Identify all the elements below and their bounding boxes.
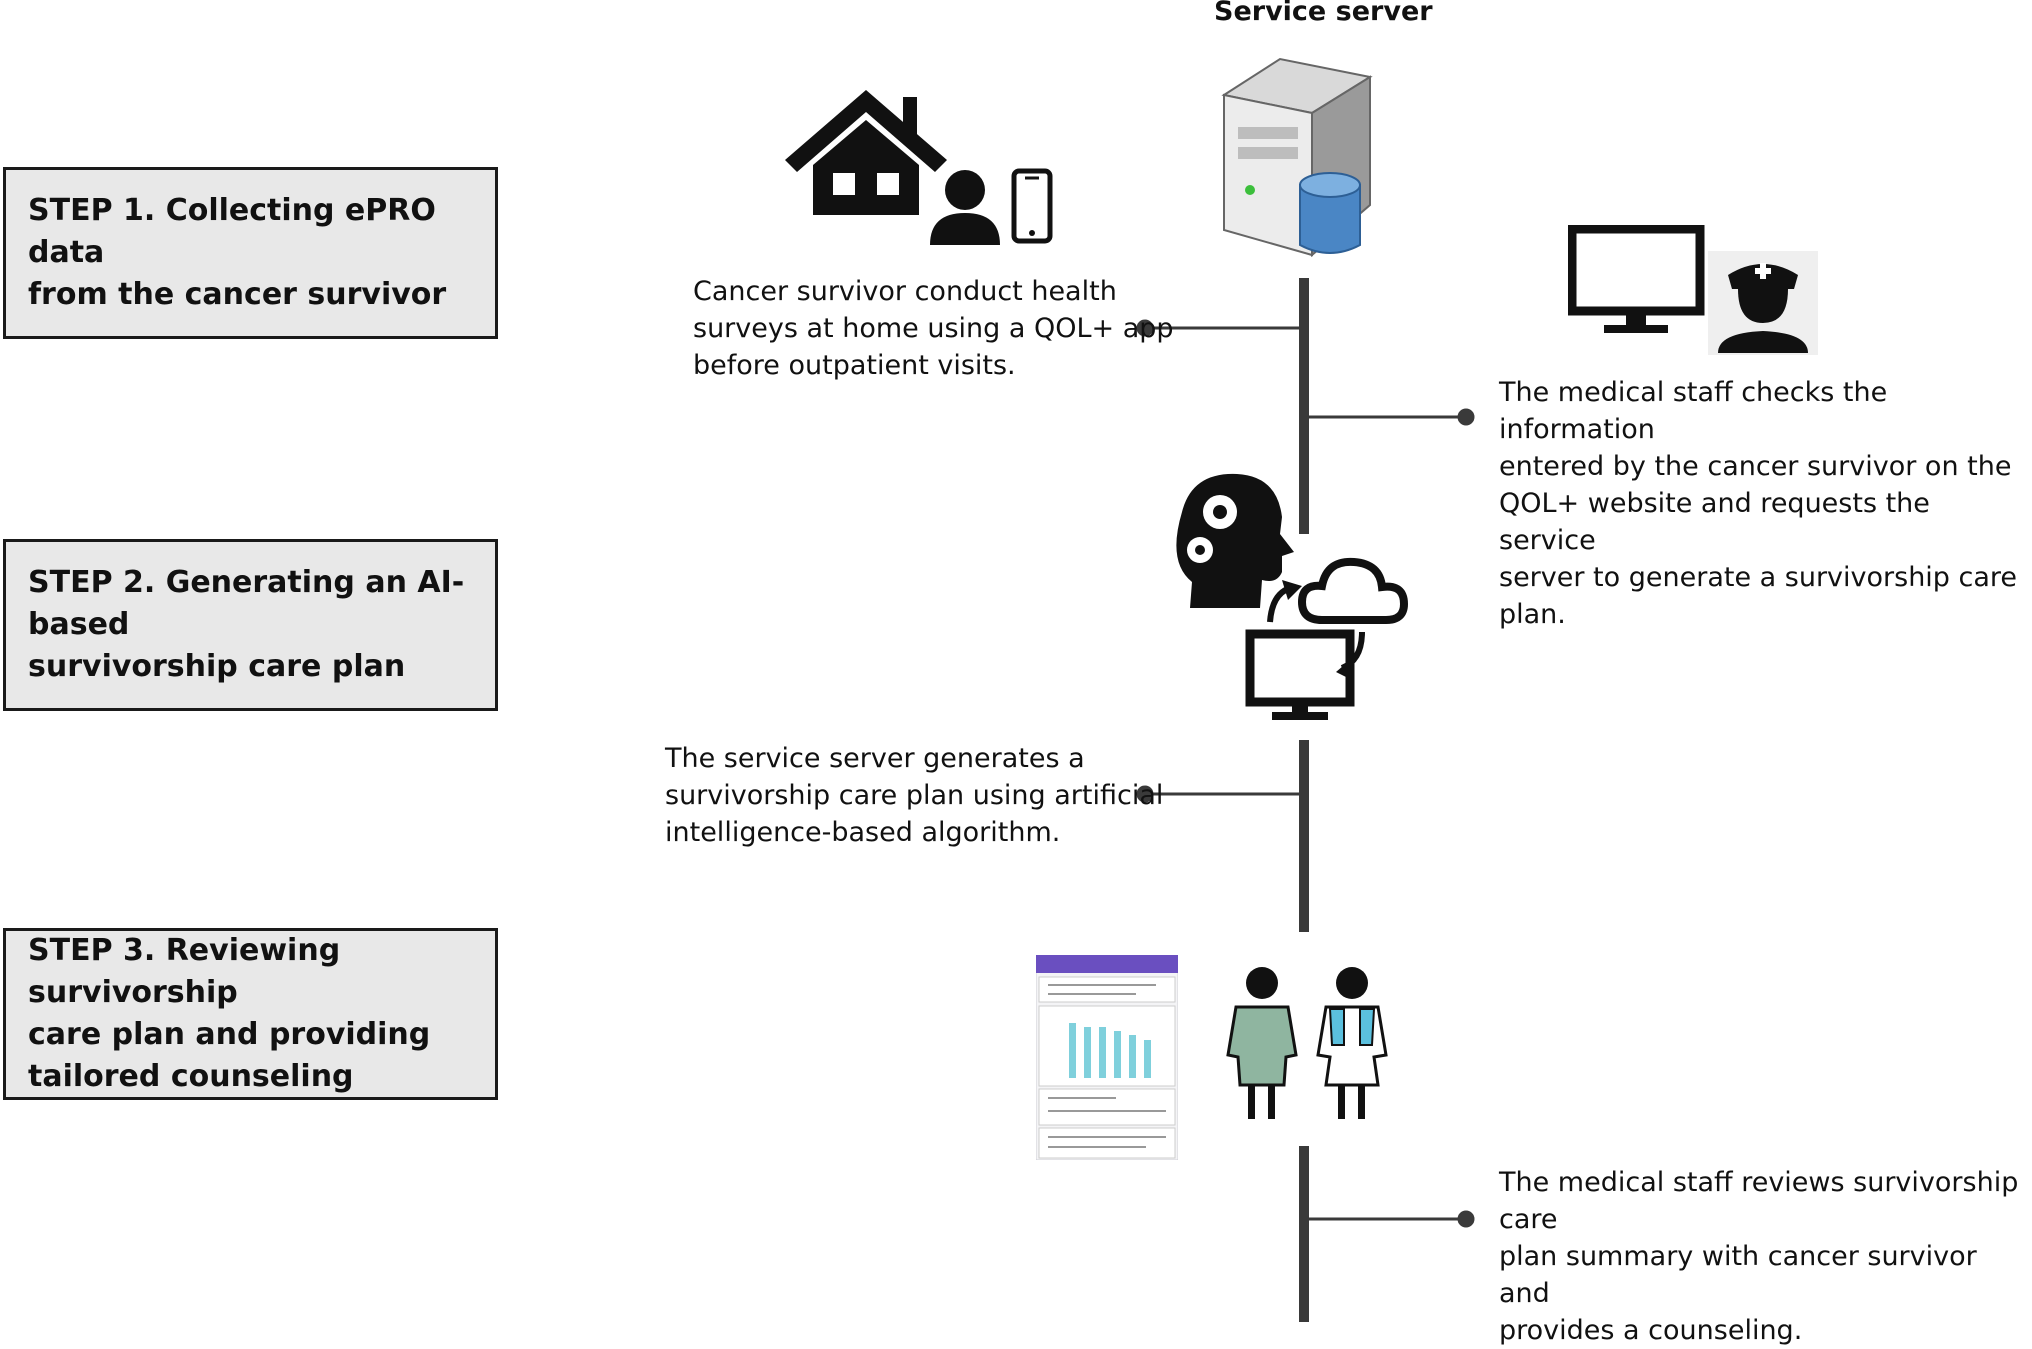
patient-icon [1226, 967, 1298, 1119]
timeline-connectors [1136, 278, 1475, 1322]
desc-survivor-survey: Cancer survivor conduct health surveys a… [693, 276, 1174, 381]
counseling-figures-icon [1226, 967, 1388, 1119]
nurse-icon [1708, 251, 1818, 355]
step-1-box: STEP 1. Collecting ePRO data from the ca… [3, 167, 498, 339]
connector-dot [1136, 785, 1154, 803]
desc-server-generates: The service server generates a survivors… [665, 743, 1164, 848]
service-server-title: Service server [1214, 0, 1433, 27]
monitor-icon [1245, 629, 1355, 720]
step-1-label: STEP 1. Collecting ePRO data from the ca… [28, 193, 447, 312]
care-plan-report-thumbnail [1036, 955, 1178, 1160]
connector-dot [1457, 408, 1475, 426]
home-survivor-phone-icons [785, 90, 1053, 245]
smartphone-icon [1011, 168, 1053, 244]
step-3-label: STEP 3. Reviewing survivorship care plan… [28, 933, 431, 1094]
monitor-nurse-icon [1568, 225, 1818, 355]
ai-processing-icon [1176, 473, 1409, 720]
connector-dot [1136, 319, 1154, 337]
database-icon [1299, 172, 1361, 254]
desc-staff-checks: The medical staff checks the information… [1499, 377, 2018, 630]
monitor-icon [1568, 225, 1705, 333]
cloud-icon [1297, 557, 1409, 624]
step-2-box: STEP 2. Generating an AI-based survivors… [3, 539, 498, 711]
step-2-label: STEP 2. Generating an AI-based survivors… [28, 565, 465, 684]
ai-head-gears-icon [1176, 473, 1294, 608]
medical-staff-icon [1316, 967, 1388, 1119]
step-3-box: STEP 3. Reviewing survivorship care plan… [3, 928, 498, 1100]
connector-dot [1457, 1210, 1475, 1228]
house-icon [785, 90, 947, 215]
desc-staff-reviews: The medical staff reviews survivorship c… [1499, 1167, 2019, 1346]
person-icon [930, 170, 1000, 245]
server-database-icon [1221, 57, 1373, 258]
